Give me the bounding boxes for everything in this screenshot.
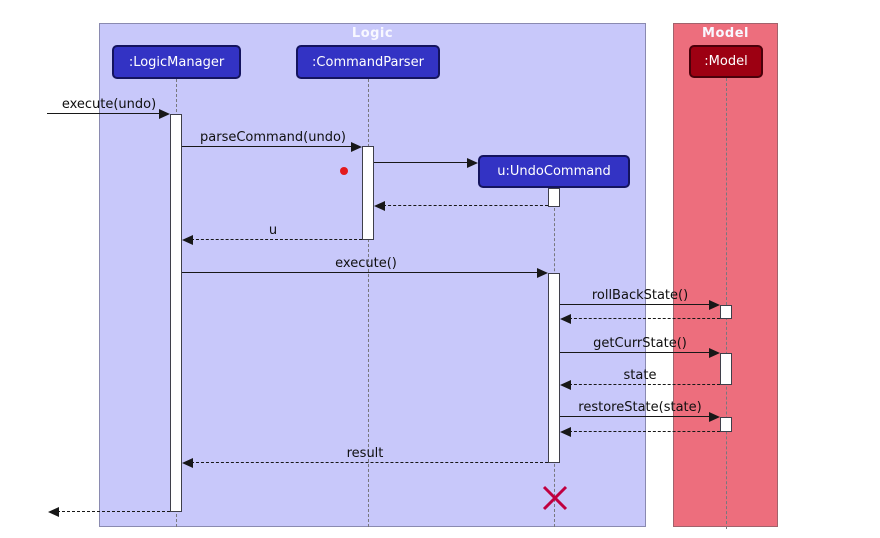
activation-model-getcurrstate xyxy=(720,353,732,385)
arrowhead-right-icon xyxy=(709,300,720,310)
arrowhead-right-icon xyxy=(467,158,478,168)
arrowhead-right-icon xyxy=(159,109,170,119)
activation-model-restorestate xyxy=(720,417,732,432)
note-dot-icon xyxy=(340,167,348,175)
message-line-parse-command xyxy=(182,146,355,147)
message-line-roll-back-state xyxy=(560,304,713,305)
lifeline-command-parser xyxy=(368,79,369,527)
participant-undo-command-label: u:UndoCommand xyxy=(497,164,611,179)
message-label-execute-undo: execute(undo) xyxy=(61,97,157,112)
destroy-x-icon xyxy=(542,485,568,511)
message-line-execute xyxy=(182,272,541,273)
participant-command-parser-label: :CommandParser xyxy=(312,54,424,70)
participant-model-label: :Model xyxy=(704,54,748,69)
arrowhead-left-icon xyxy=(560,314,571,324)
message-line-create-undo-command xyxy=(374,162,471,163)
arrowhead-left-icon xyxy=(374,201,385,211)
message-line-rollback-return xyxy=(569,318,720,319)
activation-model-rollback xyxy=(720,305,732,319)
activation-command-parser xyxy=(362,146,374,240)
message-label-get-curr-state: getCurrState() xyxy=(593,336,687,351)
message-line-create-return xyxy=(383,205,548,206)
message-line-execute-undo xyxy=(47,113,163,114)
message-line-final-return xyxy=(57,511,170,512)
message-line-return-result xyxy=(191,462,548,463)
arrowhead-left-icon xyxy=(48,507,59,517)
frame-model: Model xyxy=(673,23,778,527)
message-label-return-result: result xyxy=(346,446,384,461)
message-label-return-state: state xyxy=(623,368,657,383)
activation-logic-manager xyxy=(170,114,182,512)
participant-undo-command: u:UndoCommand xyxy=(478,155,630,188)
message-line-get-curr-state xyxy=(560,352,713,353)
message-line-return-u xyxy=(191,239,362,240)
arrowhead-right-icon xyxy=(537,268,548,278)
participant-command-parser: :CommandParser xyxy=(296,45,440,79)
message-label-parse-command: parseCommand(undo) xyxy=(200,130,346,145)
arrowhead-left-icon xyxy=(182,235,193,245)
arrowhead-right-icon xyxy=(351,142,362,152)
arrowhead-left-icon xyxy=(560,380,571,390)
message-label-roll-back-state: rollBackState() xyxy=(591,288,689,303)
arrowhead-left-icon xyxy=(560,427,571,437)
message-line-return-state xyxy=(569,384,720,385)
message-line-restore-return xyxy=(569,431,720,432)
message-line-restore-state xyxy=(560,416,713,417)
activation-undo-command-create xyxy=(548,188,560,207)
message-label-execute: execute() xyxy=(335,256,397,271)
lifeline-model xyxy=(726,78,727,529)
frame-model-title: Model xyxy=(702,26,749,41)
arrowhead-left-icon xyxy=(182,458,193,468)
activation-undo-command-execute xyxy=(548,273,560,463)
participant-model: :Model xyxy=(689,45,763,78)
participant-logic-manager: :LogicManager xyxy=(112,45,241,79)
message-label-return-u: u xyxy=(268,223,278,238)
participant-logic-manager-label: :LogicManager xyxy=(128,54,225,70)
frame-logic-title: Logic xyxy=(351,26,394,41)
arrowhead-right-icon xyxy=(709,412,720,422)
message-label-restore-state: restoreState(state) xyxy=(578,400,702,415)
arrowhead-right-icon xyxy=(709,348,720,358)
